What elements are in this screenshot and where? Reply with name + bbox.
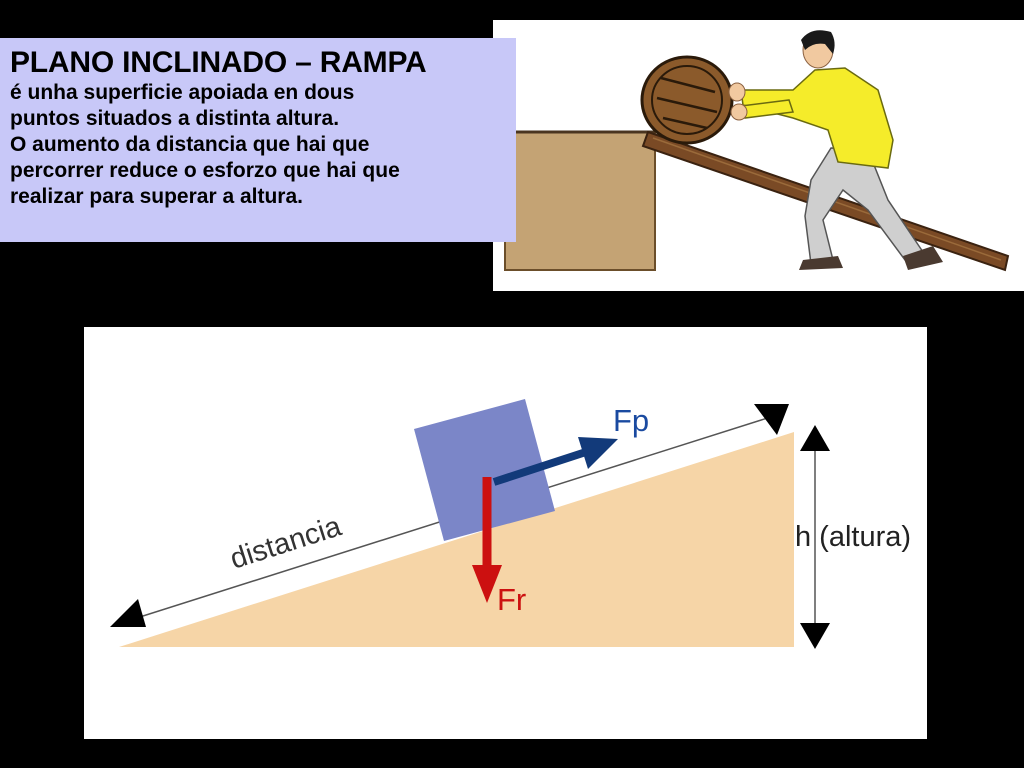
push-force-arrow-shaft xyxy=(492,447,591,486)
definition-line-2: puntos situados a distinta altura. xyxy=(10,107,340,130)
crate xyxy=(504,131,656,271)
inclined-plane-diagram: distancia Fp Fr h (altura) xyxy=(84,327,927,739)
push-force-label: Fp xyxy=(613,403,649,438)
distance-arrow-right xyxy=(754,404,789,435)
height-label: h (altura) xyxy=(795,521,911,553)
height-arrow-top xyxy=(800,425,830,451)
definition-line-5: realizar para superar a altura. xyxy=(10,185,303,208)
title: PLANO INCLINADO – RAMPA xyxy=(10,46,427,79)
push-force-arrowhead xyxy=(578,437,618,469)
ramp-triangle xyxy=(119,432,794,647)
inclined-plane-svg: distancia Fp Fr h (altura) xyxy=(110,399,911,649)
block xyxy=(414,399,555,541)
barrel xyxy=(640,55,734,145)
ramp-illustration xyxy=(493,20,1024,291)
person-pushing xyxy=(728,30,943,270)
distance-label: distancia xyxy=(226,510,346,576)
weight-force-label: Fr xyxy=(497,582,526,617)
distance-arrow-left xyxy=(110,599,146,627)
definition-box: PLANO INCLINADO – RAMPA é unha superfici… xyxy=(0,38,516,242)
definition-line-4: percorrer reduce o esforzo que hai que xyxy=(10,159,400,182)
ramp-illustration-drawing xyxy=(504,30,1010,272)
weight-force-arrowhead xyxy=(472,565,502,603)
definition-line-1: é unha superficie apoiada en dous xyxy=(10,81,355,104)
height-arrow-bottom xyxy=(800,623,830,649)
definition-line-3: O aumento da distancia que hai que xyxy=(10,133,370,156)
